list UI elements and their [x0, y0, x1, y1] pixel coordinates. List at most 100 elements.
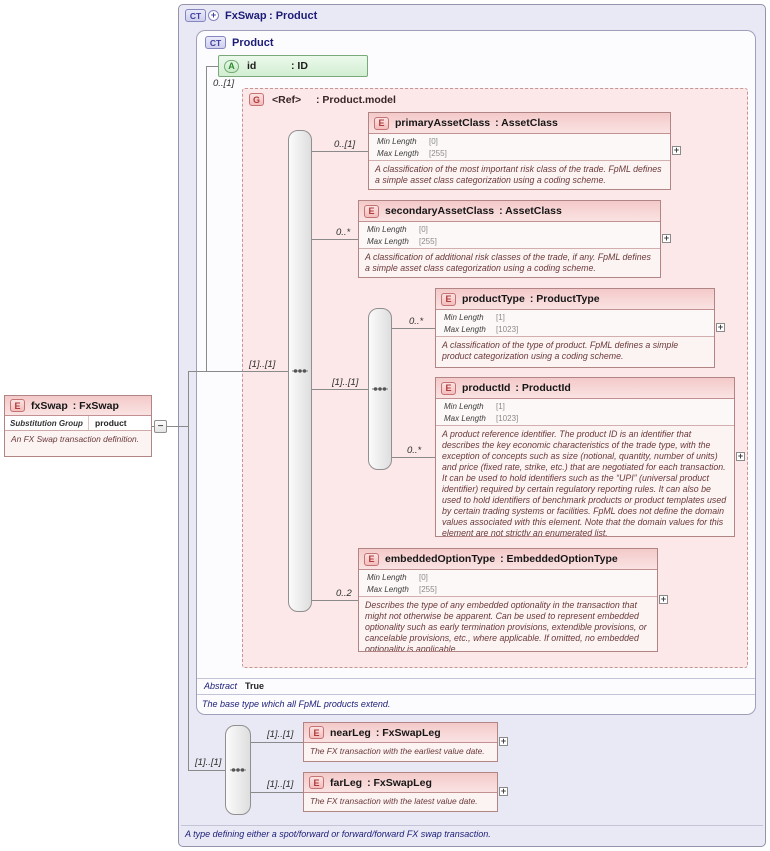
element-name: fxSwap	[31, 399, 68, 412]
occurrence-label-farLeg: [1]..[1]	[267, 779, 294, 790]
element-box-embeddedOptionType[interactable]: E embeddedOptionType : EmbeddedOptionTyp…	[358, 548, 658, 652]
occurrence-label-productType: 0..*	[409, 316, 424, 327]
connector-line	[312, 600, 358, 601]
element-type: : AssetClass	[495, 117, 558, 129]
facet-value: [0]	[429, 136, 438, 146]
extension-icon: +	[208, 10, 219, 21]
occurrence-label-sequence: [1]..[1]	[249, 359, 276, 370]
facet-label: Max Length	[367, 236, 409, 246]
occurrence-label-group: 0..[1]	[213, 78, 235, 89]
element-header[interactable]: E embeddedOptionType : EmbeddedOptionTyp…	[359, 549, 657, 570]
element-type: : FxSwapLeg	[367, 776, 432, 789]
product-type-description: The base type which all FpML products ex…	[202, 699, 391, 709]
expand-icon-farLeg[interactable]: +	[499, 786, 508, 796]
facet-value: [0]	[419, 224, 428, 234]
element-header[interactable]: E secondaryAssetClass : AssetClass	[359, 201, 660, 222]
facet-row: Max Length [1023]	[436, 412, 734, 424]
element-box-fxswap[interactable]: E fxSwap : FxSwap Substitution Group pro…	[4, 395, 152, 457]
element-header[interactable]: E primaryAssetClass : AssetClass	[369, 113, 670, 134]
element-type: : EmbeddedOptionType	[500, 553, 618, 565]
element-name: nearLeg	[330, 726, 371, 739]
element-icon: E	[309, 726, 324, 739]
element-type: : ProductType	[529, 293, 600, 305]
type-name: Product	[232, 36, 274, 49]
connector-line	[188, 371, 288, 372]
group-name: <Ref>	[272, 93, 302, 106]
connector-line	[206, 66, 207, 372]
facets: Min Length [0] Max Length [255]	[369, 134, 670, 161]
element-description: The FX transaction with the earliest val…	[310, 746, 485, 756]
facet-row: Min Length [1]	[436, 311, 714, 323]
expand-icon-primaryAssetClass[interactable]: +	[672, 145, 681, 155]
facet-value: [255]	[419, 236, 437, 246]
facet-value: [1]	[496, 401, 505, 411]
element-description: A classification of the type of product.…	[442, 340, 679, 361]
substitution-group-value: product	[95, 418, 127, 428]
facet-row: Max Length [1023]	[436, 323, 714, 335]
facet-label: Max Length	[367, 584, 409, 594]
collapse-toggle-icon[interactable]: −	[154, 420, 167, 433]
facet-label: Max Length	[444, 413, 486, 423]
expand-icon-nearLeg[interactable]: +	[499, 736, 508, 746]
facet-label: Min Length	[367, 224, 407, 234]
complex-type-icon: CT	[185, 9, 206, 22]
element-description: A product reference identifier. The prod…	[442, 429, 727, 537]
abstract-value: True	[245, 681, 265, 691]
facet-value: [255]	[419, 584, 437, 594]
expand-icon-embeddedOptionType[interactable]: +	[659, 594, 668, 604]
element-description: The FX transaction with the latest value…	[310, 796, 478, 806]
connector-line	[251, 792, 303, 793]
product-type-header[interactable]: CT Product	[205, 36, 274, 49]
footer-divider	[181, 825, 763, 826]
element-name: secondaryAssetClass	[385, 205, 495, 217]
connector-line	[206, 66, 218, 67]
connector-line	[312, 151, 368, 152]
element-header[interactable]: E fxSwap : FxSwap	[5, 396, 151, 416]
expand-icon-productType[interactable]: +	[716, 322, 725, 332]
type-annotation: A type defining either a spot/forward or…	[185, 829, 491, 839]
connector-line	[312, 239, 358, 240]
element-header[interactable]: E productId : ProductId	[436, 378, 734, 399]
sequence-icon	[230, 768, 246, 772]
attribute-name: id	[247, 60, 257, 72]
facet-label: Min Length	[444, 312, 484, 322]
element-header[interactable]: E farLeg : FxSwapLeg	[304, 773, 497, 793]
facet-value: [255]	[429, 148, 447, 158]
sequence-connector[interactable]	[225, 725, 251, 815]
group-header[interactable]: G <Ref> : Product.model	[249, 93, 396, 106]
element-icon: E	[309, 776, 324, 789]
element-box-nearLeg[interactable]: E nearLeg : FxSwapLeg The FX transaction…	[303, 722, 498, 762]
connector-line	[312, 389, 368, 390]
element-box-productId[interactable]: E productId : ProductId Min Length [1] M…	[435, 377, 735, 537]
element-header[interactable]: E productType : ProductType	[436, 289, 714, 310]
expand-icon-productId[interactable]: +	[736, 451, 745, 461]
element-box-productType[interactable]: E productType : ProductType Min Length […	[435, 288, 715, 368]
element-description: A classification of the most important r…	[375, 164, 662, 185]
facet-value: [1023]	[496, 324, 519, 334]
facet-label: Max Length	[444, 324, 486, 334]
element-name: primaryAssetClass	[395, 117, 491, 129]
element-box-secondaryAssetClass[interactable]: E secondaryAssetClass : AssetClass Min L…	[358, 200, 661, 278]
facet-label: Min Length	[444, 401, 484, 411]
facets: Min Length [0] Max Length [255]	[359, 222, 660, 249]
facet-row: Max Length [255]	[359, 235, 660, 247]
element-icon: E	[10, 399, 25, 412]
sequence-icon	[292, 369, 308, 373]
occurrence-label-productId: 0..*	[407, 445, 422, 456]
element-box-farLeg[interactable]: E farLeg : FxSwapLeg The FX transaction …	[303, 772, 498, 812]
facet-value: [0]	[419, 572, 428, 582]
fxswap-type-header[interactable]: CT + FxSwap : Product	[185, 9, 317, 22]
attribute-box-id[interactable]: A id : ID	[218, 55, 368, 77]
element-type: : ProductId	[515, 382, 571, 394]
element-box-primaryAssetClass[interactable]: E primaryAssetClass : AssetClass Min Len…	[368, 112, 671, 190]
sequence-connector[interactable]	[368, 308, 392, 470]
connector-line	[188, 371, 189, 771]
element-header[interactable]: E nearLeg : FxSwapLeg	[304, 723, 497, 743]
element-type: : FxSwapLeg	[375, 726, 441, 739]
occurrence-label-embeddedOptionType: 0..2	[336, 588, 352, 599]
sequence-connector[interactable]	[288, 130, 312, 612]
element-type: : FxSwap	[72, 399, 119, 412]
occurrence-label-nearLeg: [1]..[1]	[267, 729, 294, 740]
expand-icon-secondaryAssetClass[interactable]: +	[662, 233, 671, 243]
element-icon: E	[441, 381, 456, 395]
